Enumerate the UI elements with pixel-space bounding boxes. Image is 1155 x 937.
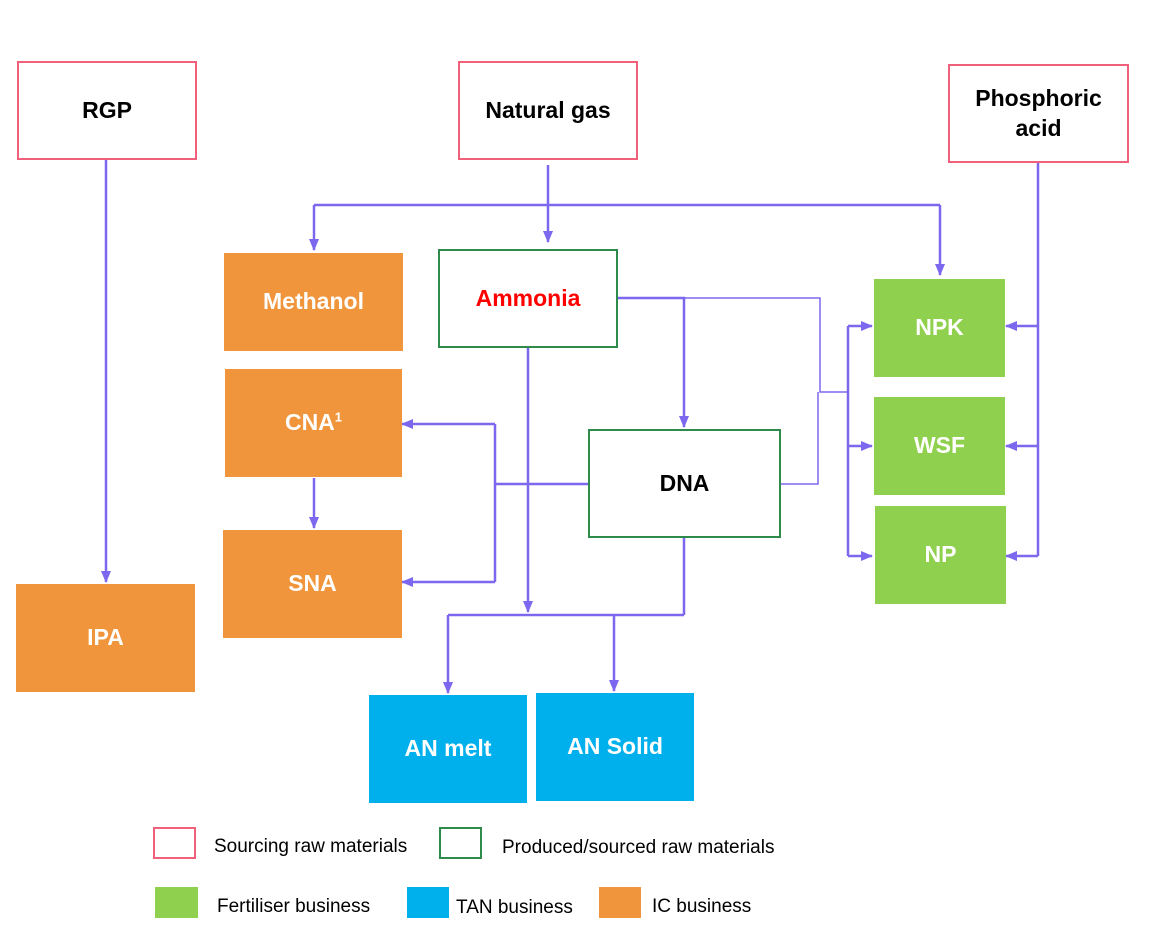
legend-swatch-sourcing [153, 827, 196, 859]
node-rgp-label: RGP [82, 96, 132, 123]
node-cna-text: CNA [284, 409, 335, 436]
legend-label-sourcing: Sourcing raw materials [214, 836, 408, 857]
node-sna-label: SNA [288, 570, 337, 597]
node-wsf-label: WSF [913, 432, 966, 459]
node-methanol-label: Methanol [263, 288, 364, 315]
legend-swatch-ic [599, 887, 641, 918]
node-sna: SNA [223, 530, 402, 638]
node-ammonia-label: Ammonia [475, 284, 581, 311]
node-an-melt-label: AN melt [404, 735, 492, 762]
node-cna: CNA1 [225, 369, 402, 477]
node-ammonia: Ammonia [438, 249, 618, 348]
legend-swatch-produced [439, 827, 482, 859]
node-an-solid: AN Solid [536, 693, 694, 801]
legend-label-produced: Produced/sourced raw materials [502, 837, 775, 858]
node-an-solid-label: AN Solid [567, 733, 663, 760]
line-ammonia-fert [684, 297, 848, 393]
node-ipa: IPA [16, 584, 195, 692]
node-cna-label: CNA1 [285, 408, 342, 438]
node-ipa-label: IPA [87, 624, 124, 651]
node-dna-label: DNA [659, 469, 710, 496]
node-methanol: Methanol [224, 253, 403, 351]
legend-swatch-fertiliser [155, 887, 198, 918]
node-np-label: NP [924, 541, 957, 568]
node-dna: DNA [588, 429, 781, 538]
legend-label-fertiliser: Fertiliser business [217, 896, 371, 917]
legend-label-tan: TAN business [456, 897, 573, 918]
line-dna-fert [780, 392, 819, 485]
legend-label-ic: IC business [652, 896, 752, 917]
node-wsf: WSF [874, 397, 1005, 495]
node-phosphoric-acid-label: Phosphoric acid [975, 84, 1102, 141]
legend-swatch-tan [407, 887, 449, 918]
node-np: NP [875, 506, 1006, 604]
arrow-ammonia-dna [618, 296, 689, 428]
node-an-melt: AN melt [369, 695, 527, 803]
node-phosphoric-acid: Phosphoric acid [948, 64, 1129, 163]
node-rgp: RGP [17, 61, 197, 160]
node-npk: NPK [874, 279, 1005, 377]
cna-footnote-marker: 1 [334, 409, 343, 425]
node-npk-label: NPK [915, 314, 964, 341]
node-natural-gas-label: Natural gas [485, 96, 611, 123]
node-natural-gas: Natural gas [458, 61, 638, 160]
